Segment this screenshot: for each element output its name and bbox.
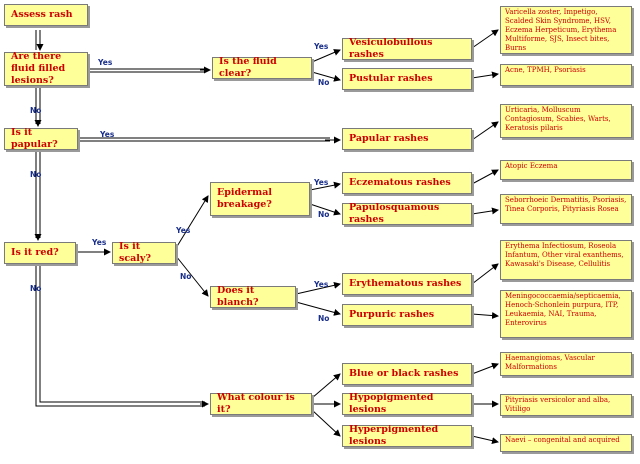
arrow-assess-to-fluid — [36, 30, 40, 50]
node-vesiculobullous: Vesiculobullous rashes — [342, 37, 472, 60]
node-fluid-clear: Is the fluid clear? — [212, 56, 312, 79]
node-hypopigmented: Hypopigmented lesions — [342, 392, 472, 415]
node-colour-question: What colour is it? — [210, 392, 312, 415]
leaf-pustular: Acne, TPMH, Psoriasis — [500, 64, 632, 86]
node-assess-rash: Assess rash — [4, 4, 88, 26]
leaf-papular: Urticaria, Molluscum Contagiosum, Scabie… — [500, 104, 632, 138]
leaf-eczematous: Atopic Eczema — [500, 160, 632, 180]
leaf-hyperpigmented: Naevi – congenital and acquired — [500, 434, 632, 452]
arrow-scaly-to-epidermal — [175, 195, 209, 249]
label-no-scaly: No — [180, 272, 192, 281]
node-papular-question: Is it papular? — [4, 127, 78, 150]
label-yes-blanch: Yes — [314, 280, 329, 289]
label-yes-red: Yes — [92, 238, 107, 247]
leaf-hypopigmented: Pityriasis versicolor and alba, Vitiligo — [500, 394, 632, 416]
node-eczematous: Eczematous rashes — [342, 172, 472, 194]
node-scaly-question: Is it scaly? — [112, 241, 176, 264]
node-pustular: Pustular rashes — [342, 68, 472, 90]
label-yes-clear: Yes — [314, 42, 329, 51]
node-hyperpigmented: Hyperpigmented lesions — [342, 424, 472, 447]
leaf-vesiculobullous: Varicella zoster, Impetigo, Scalded Skin… — [500, 6, 632, 54]
label-no-papular: No — [30, 170, 42, 179]
label-yes-papular: Yes — [100, 130, 115, 139]
node-red-question: Is it red? — [4, 242, 76, 264]
arrow-red-to-colour — [35, 266, 205, 407]
node-epidermal-breakage: Epidermal breakage? — [210, 182, 310, 216]
node-fluid-filled: Are there fluid filled lesions? — [4, 51, 88, 86]
node-papular-rashes: Papular rashes — [342, 128, 472, 150]
arrow-fluid-to-papular — [35, 86, 41, 124]
leaf-blue-black: Haemangiomas, Vascular Malformations — [500, 352, 632, 376]
arrow-papular-to-red — [35, 150, 41, 238]
label-yes-scaly: Yes — [176, 226, 191, 235]
arrow-papular-to-rashes — [78, 137, 330, 142]
label-no-fluid: No — [30, 106, 42, 115]
label-no-clear: No — [318, 78, 330, 87]
leaf-erythematous: Erythema Infectiosum, Roseola Infantum, … — [500, 240, 632, 280]
leaf-papulosquamous: Seborrhoeic Dermatitis, Psoriasis, Tinea… — [500, 194, 632, 224]
arrow-fluid-to-clear — [88, 68, 205, 73]
label-no-blanch: No — [318, 314, 330, 323]
node-erythematous: Erythematous rashes — [342, 273, 472, 295]
node-blue-black: Blue or black rashes — [342, 363, 472, 385]
label-yes-fluid: Yes — [98, 58, 113, 67]
label-no-epidermal: No — [318, 210, 330, 219]
leaf-purpuric: Meningococcaemia/septicaemia, Henoch-Sch… — [500, 290, 632, 338]
arrow-scaly-to-blanch — [175, 255, 209, 297]
node-blanch-question: Does it blanch? — [210, 285, 296, 308]
node-papulosquamous: Papulosquamous rashes — [342, 202, 472, 225]
label-no-red: No — [30, 284, 42, 293]
label-yes-epidermal: Yes — [314, 178, 329, 187]
node-purpuric: Purpuric rashes — [342, 304, 472, 326]
